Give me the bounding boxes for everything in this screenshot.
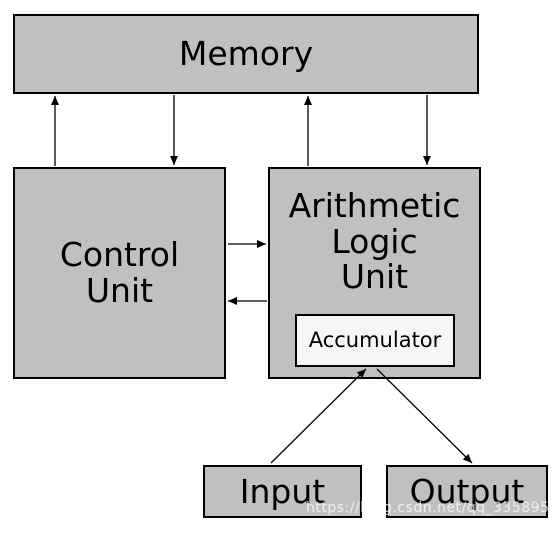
memory-box: Memory <box>13 14 479 94</box>
input-box: Input <box>203 465 362 518</box>
output-box: Output <box>386 465 548 518</box>
arrow-accumulator-to-output <box>376 368 473 464</box>
watermark-text: https://blog.csdn.net/qq_33589510 <box>306 500 560 516</box>
accumulator-box: Accumulator <box>295 314 455 367</box>
arrow-input-to-accumulator <box>270 368 367 464</box>
control-unit-box: Control Unit <box>13 167 226 379</box>
